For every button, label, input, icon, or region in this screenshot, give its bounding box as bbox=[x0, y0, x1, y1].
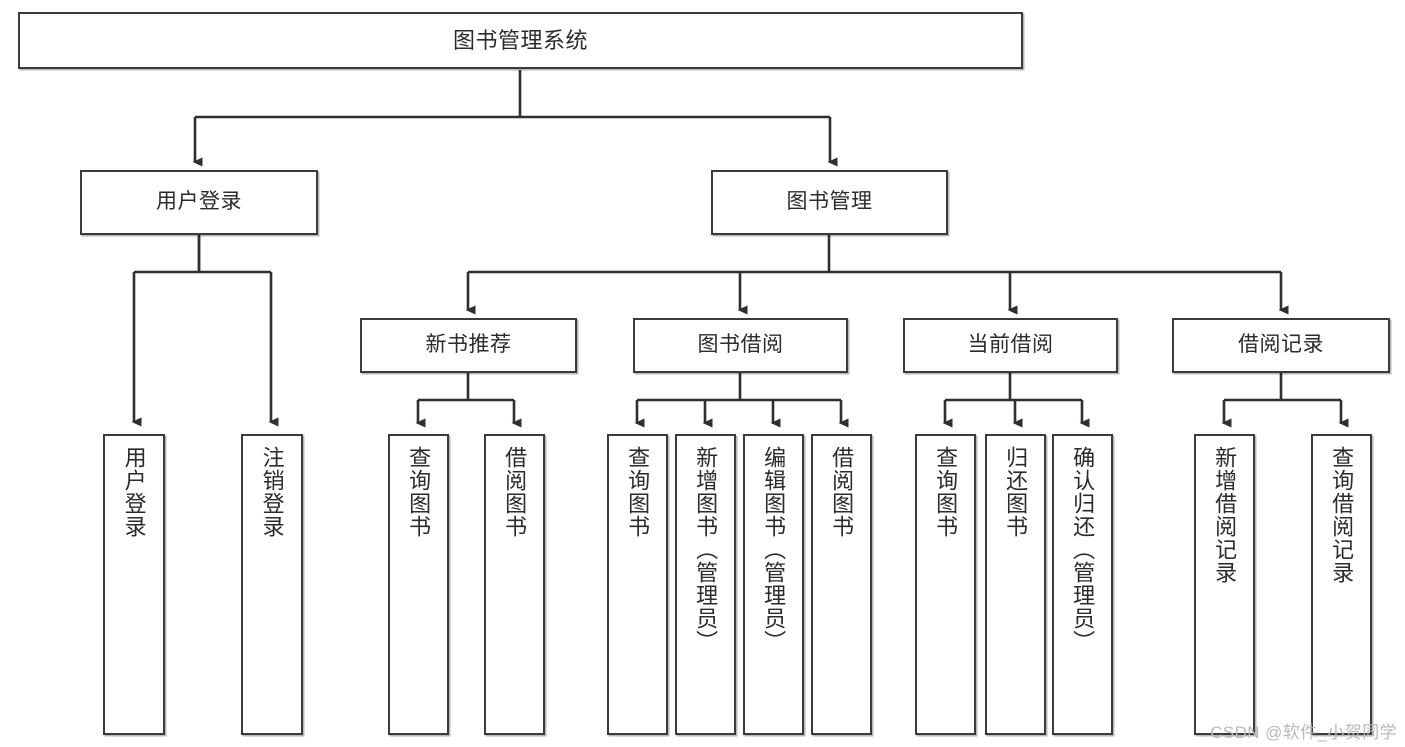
node-book-borrow[interactable]: 图书借阅 bbox=[633, 318, 848, 373]
node-label: 用户登录 bbox=[121, 446, 147, 538]
node-new-book-recommend[interactable]: 新书推荐 bbox=[360, 318, 577, 373]
node-label: 借阅图书 bbox=[502, 446, 528, 538]
leaf-new-book-borrow[interactable]: 借阅图书 bbox=[484, 434, 545, 735]
leaf-current-borrow-query[interactable]: 查询图书 bbox=[915, 434, 976, 735]
leaf-book-borrow-edit[interactable]: 编辑图书（管理员） bbox=[743, 434, 804, 735]
node-label: 确认归还（管理员） bbox=[1070, 446, 1096, 653]
node-label: 编辑图书（管理员） bbox=[761, 446, 787, 653]
node-label: 图书管理系统 bbox=[452, 27, 588, 53]
leaf-borrow-record-add[interactable]: 新增借阅记录 bbox=[1194, 434, 1255, 735]
node-label: 查询图书 bbox=[933, 446, 959, 538]
node-label: 新增借阅记录 bbox=[1212, 446, 1238, 584]
node-label: 图书管理 bbox=[786, 190, 873, 214]
node-root-book-management-system[interactable]: 图书管理系统 bbox=[18, 12, 1023, 69]
node-label: 借阅图书 bbox=[829, 446, 855, 538]
node-label: 图书借阅 bbox=[697, 333, 784, 357]
node-label: 查询借阅记录 bbox=[1329, 446, 1355, 584]
node-label: 新增图书（管理员） bbox=[693, 446, 719, 653]
leaf-user-login-logout[interactable]: 注销登录 bbox=[241, 434, 303, 735]
leaf-borrow-record-query[interactable]: 查询借阅记录 bbox=[1311, 434, 1372, 735]
node-borrow-record[interactable]: 借阅记录 bbox=[1172, 318, 1390, 373]
node-label: 用户登录 bbox=[156, 190, 242, 214]
node-label: 查询图书 bbox=[406, 446, 432, 538]
node-book-management[interactable]: 图书管理 bbox=[711, 170, 948, 235]
leaf-book-borrow-query[interactable]: 查询图书 bbox=[607, 434, 668, 735]
leaf-book-borrow-add[interactable]: 新增图书（管理员） bbox=[675, 434, 736, 735]
node-label: 归还图书 bbox=[1003, 446, 1029, 538]
leaf-current-borrow-return[interactable]: 归还图书 bbox=[985, 434, 1046, 735]
node-label: 查询图书 bbox=[625, 446, 651, 538]
node-label: 注销登录 bbox=[259, 446, 285, 538]
node-label: 当前借阅 bbox=[967, 333, 1054, 357]
node-label: 新书推荐 bbox=[425, 333, 512, 357]
node-label: 借阅记录 bbox=[1238, 333, 1324, 357]
leaf-book-borrow-borrow[interactable]: 借阅图书 bbox=[811, 434, 872, 735]
node-current-borrow[interactable]: 当前借阅 bbox=[903, 318, 1118, 373]
leaf-new-book-query[interactable]: 查询图书 bbox=[388, 434, 449, 735]
leaf-current-borrow-confirm-return[interactable]: 确认归还（管理员） bbox=[1052, 434, 1113, 735]
leaf-user-login-login[interactable]: 用户登录 bbox=[103, 434, 165, 735]
node-user-login[interactable]: 用户登录 bbox=[80, 170, 318, 235]
watermark-text: CSDN @软件_小贺同学 bbox=[1210, 723, 1397, 742]
